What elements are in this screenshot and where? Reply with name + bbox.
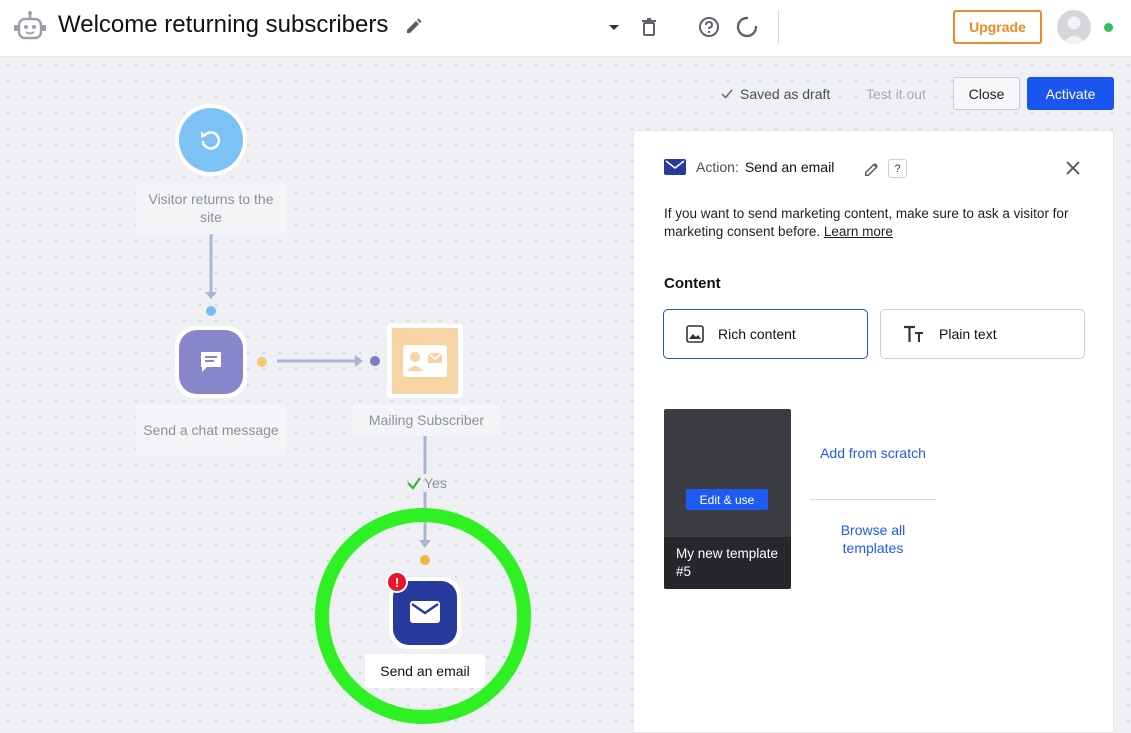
plain-text-option[interactable]: Plain text xyxy=(880,309,1085,359)
avatar[interactable] xyxy=(1057,10,1091,44)
chat-label: Send a chat message xyxy=(136,404,286,456)
edit-use-button[interactable]: Edit & use xyxy=(686,489,768,510)
options-divider xyxy=(810,499,936,500)
mailing-subscriber-node[interactable] xyxy=(387,324,463,398)
check-icon xyxy=(721,89,733,99)
content-heading: Content xyxy=(664,275,721,292)
saved-label: Saved as draft xyxy=(740,86,831,102)
help-badge[interactable]: ? xyxy=(888,159,907,178)
action-panel: Action: Send an email ? If you want to s… xyxy=(633,130,1114,733)
learn-more-link[interactable]: Learn more xyxy=(823,224,893,239)
online-status-dot xyxy=(1104,23,1113,32)
template-name: My new template #5 xyxy=(664,537,791,589)
yes-check-icon xyxy=(407,477,421,490)
mailing-label: Mailing Subscriber xyxy=(353,404,500,436)
highlight-ring xyxy=(315,508,531,724)
yes-label: Yes xyxy=(424,475,447,491)
image-icon xyxy=(686,325,704,343)
chat-node[interactable] xyxy=(175,326,247,398)
text-format-icon xyxy=(904,325,923,342)
action-prefix: Action: xyxy=(696,159,739,175)
add-from-scratch-link[interactable]: Add from scratch xyxy=(820,445,926,461)
bot-icon xyxy=(14,11,46,40)
activate-button[interactable]: Activate xyxy=(1027,77,1114,110)
rich-content-label: Rich content xyxy=(718,326,796,342)
trigger-node[interactable] xyxy=(175,104,247,176)
test-it-out-button[interactable]: Test it out xyxy=(866,86,926,102)
browse-templates-link[interactable]: Browse all templates xyxy=(840,522,906,556)
pencil-icon[interactable] xyxy=(863,160,881,178)
pencil-icon[interactable] xyxy=(404,16,424,36)
close-icon[interactable] xyxy=(1064,159,1082,177)
trigger-label: Visitor returns to the site xyxy=(136,182,286,234)
error-badge: ! xyxy=(386,571,408,593)
page-title[interactable]: Welcome returning subscribers xyxy=(58,11,389,38)
description-text: If you want to send marketing content, m… xyxy=(664,206,1069,239)
contact-card-icon xyxy=(403,345,447,377)
help-circle-icon[interactable] xyxy=(698,16,720,38)
envelope-icon xyxy=(410,601,440,623)
chat-bubble-icon xyxy=(201,352,221,372)
flow-connectors xyxy=(205,205,531,724)
trash-icon[interactable] xyxy=(638,16,660,38)
upgrade-button[interactable]: Upgrade xyxy=(953,10,1042,44)
send-email-label: Send an email xyxy=(365,654,485,688)
action-name: Send an email xyxy=(744,159,835,175)
envelope-icon xyxy=(664,159,686,175)
revisit-icon xyxy=(201,131,221,150)
close-button[interactable]: Close xyxy=(953,77,1020,110)
toolbar-divider xyxy=(778,10,779,44)
consent-description: If you want to send marketing content, m… xyxy=(664,205,1094,241)
caret-down-icon[interactable] xyxy=(603,16,625,38)
rich-content-option[interactable]: Rich content xyxy=(663,309,868,359)
template-card[interactable]: Edit & use My new template #5 xyxy=(664,409,791,589)
top-bar: Welcome returning subscribers Upgrade xyxy=(0,0,1131,57)
spinner-icon xyxy=(736,16,758,38)
saved-status: Saved as draft xyxy=(720,86,830,102)
plain-text-label: Plain text xyxy=(939,326,997,342)
action-header: Action: Send an email xyxy=(664,159,834,175)
